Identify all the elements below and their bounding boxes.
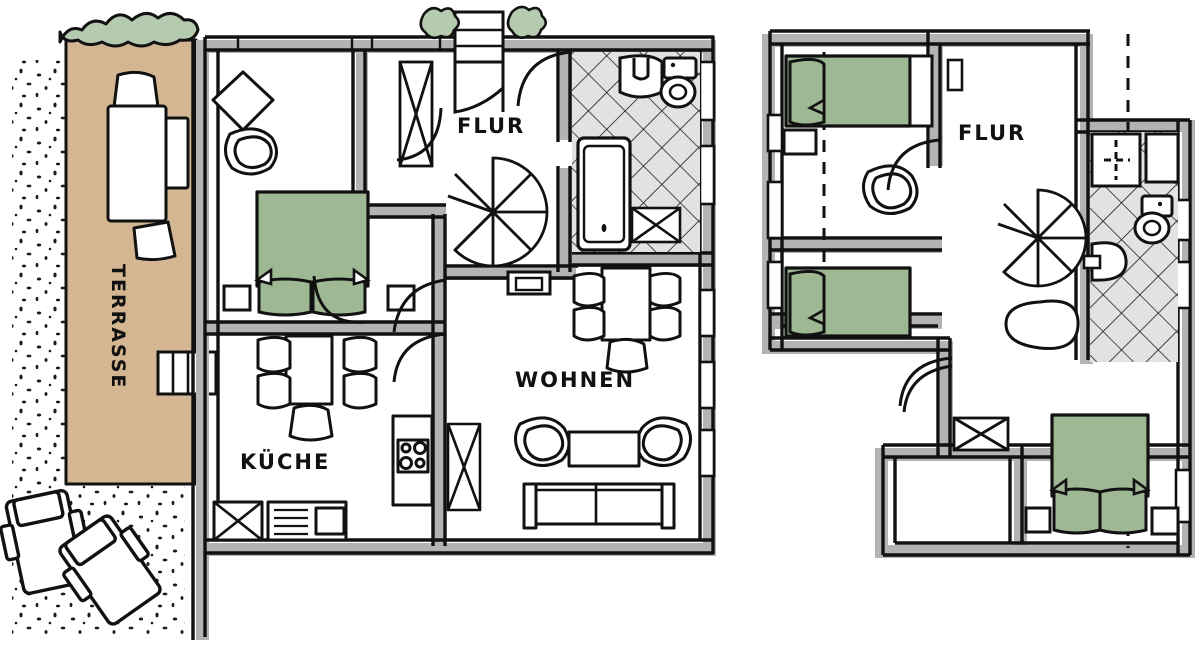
gf-door-swings xyxy=(312,50,573,383)
parked-car-2 xyxy=(58,514,162,626)
terrace-furniture xyxy=(106,70,190,262)
spiral-staircase-ground xyxy=(447,156,549,268)
upper-floor-plan: FLUR xyxy=(762,29,1195,558)
label-flur-ground: FLUR xyxy=(457,114,525,138)
ground-floor-windows xyxy=(698,60,716,478)
closet-icon xyxy=(398,60,434,168)
gf-bedroom-furniture xyxy=(211,60,434,317)
uf-master-bedroom xyxy=(898,356,1180,536)
hall-sideboard xyxy=(506,270,552,296)
uf-bathroom xyxy=(1082,132,1180,362)
uf-hall-basin xyxy=(1004,299,1080,351)
gf-bathroom xyxy=(572,52,700,252)
parked-car-1 xyxy=(0,488,89,595)
entrance-door[interactable] xyxy=(453,10,505,114)
gf-kitchen-furniture xyxy=(212,334,482,542)
label-flur-upper: FLUR xyxy=(958,121,1026,145)
upper-floor-windows xyxy=(766,58,1192,524)
label-kueche: KÜCHE xyxy=(240,449,330,474)
label-terrasse: TERRASSE xyxy=(107,264,129,389)
entrance-shrubs xyxy=(419,5,548,40)
gf-living-furniture xyxy=(514,266,692,530)
spiral-staircase-upper xyxy=(997,188,1088,288)
label-wohnen: WOHNEN xyxy=(515,368,635,392)
ground-floor-plan: FLUR KÜCHE WOHNEN TERRASSE xyxy=(0,5,716,640)
uf-bedroom-beds xyxy=(782,54,941,338)
hedge xyxy=(58,12,200,48)
